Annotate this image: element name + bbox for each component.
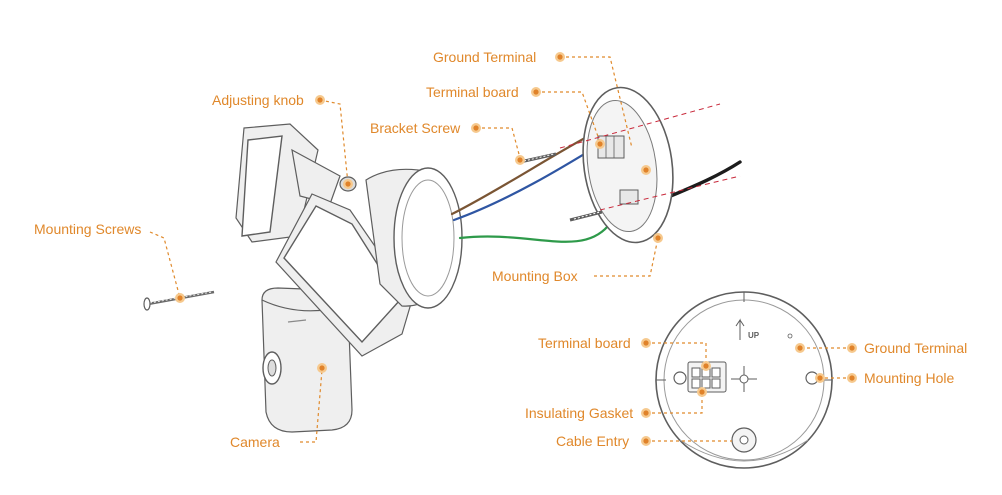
camera-body [261, 287, 353, 433]
label-mounting-box: Mounting Box [492, 268, 578, 284]
mounting-hole-left [673, 371, 687, 385]
label-bracket-screw: Bracket Screw [370, 120, 461, 136]
label-mounting-screws: Mounting Screws [34, 221, 141, 237]
alignment-guide-lower [599, 175, 741, 211]
leader-lines [149, 56, 852, 443]
label-terminal-board-top: Terminal board [426, 84, 519, 100]
bracket-screw-lower [569, 210, 603, 222]
center-cross-mark [731, 366, 757, 392]
label-cable-entry: Cable Entry [556, 433, 629, 449]
mounting-box-illustration [519, 86, 741, 244]
label-ground-terminal-top: Ground Terminal [433, 49, 536, 65]
label-camera: Camera [230, 434, 280, 450]
label-terminal-board-bottom: Terminal board [538, 335, 631, 351]
up-mark: UP [748, 331, 760, 340]
label-insulating-gasket: Insulating Gasket [525, 405, 633, 421]
bracket-screw-upper [519, 152, 557, 164]
label-ground-terminal-right: Ground Terminal [864, 340, 967, 356]
housing-back-plate [393, 167, 463, 309]
callout-dots [175, 52, 857, 446]
alignment-guide-upper [559, 103, 721, 149]
floodlight-camera-illustration [235, 123, 463, 433]
up-arrow-icon [735, 318, 745, 340]
mounting-plate-front-view: UP [655, 291, 833, 469]
label-adjusting-knob: Adjusting knob [212, 92, 304, 108]
label-mounting-hole: Mounting Hole [864, 370, 954, 386]
